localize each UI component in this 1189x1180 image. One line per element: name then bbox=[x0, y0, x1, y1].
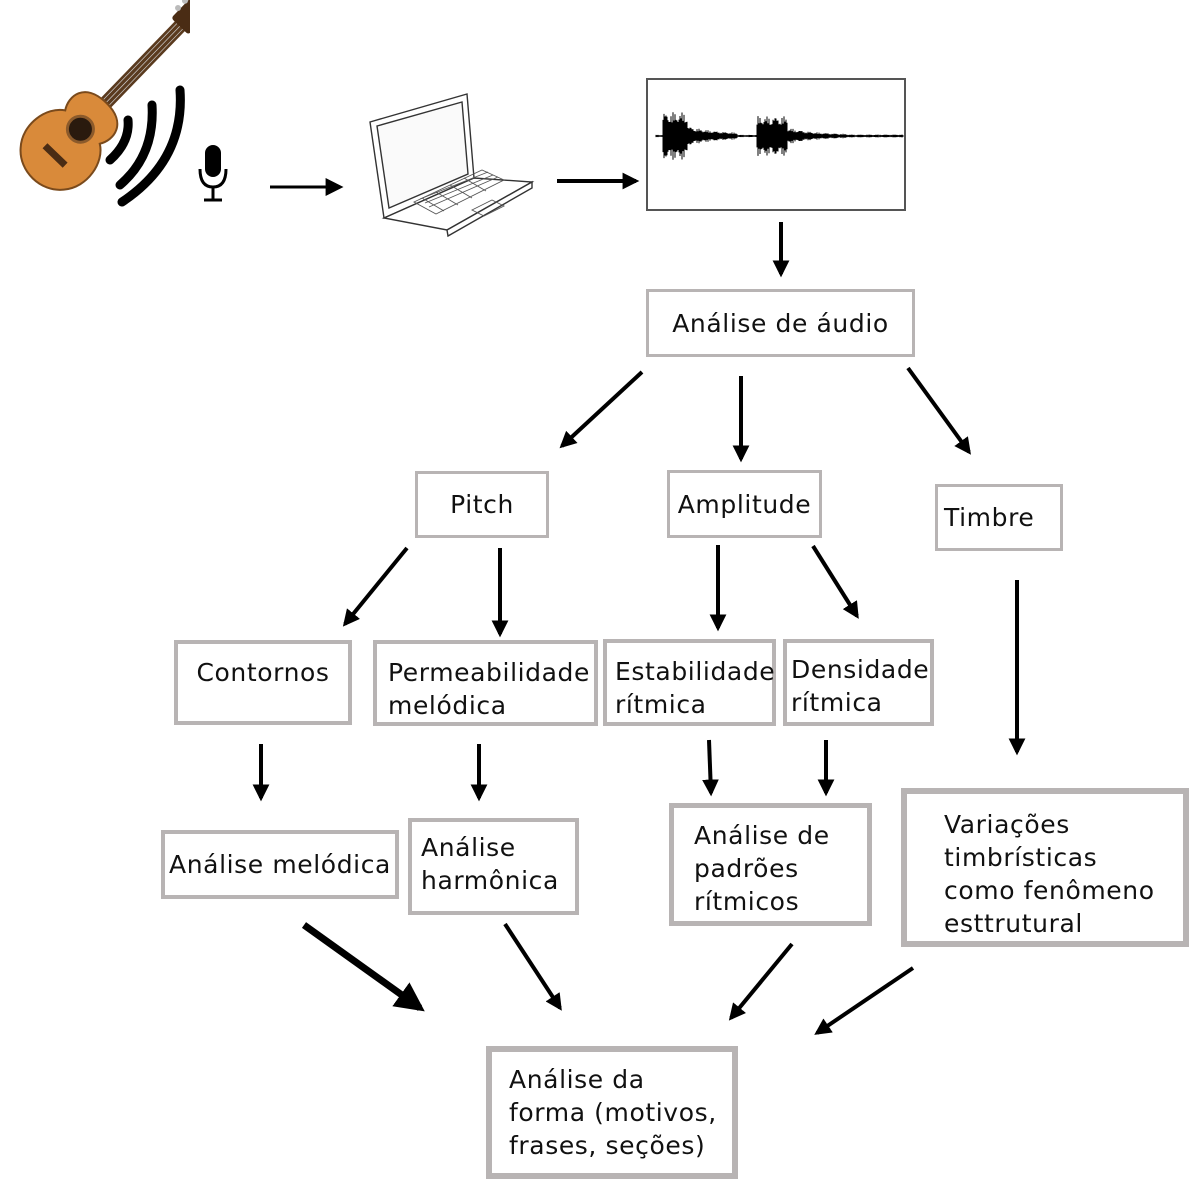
melodic-permeability-box: Permeabilidade melódica bbox=[373, 640, 598, 726]
rhythmic-patterns-analysis-box: Análise de padrões rítmicos bbox=[669, 803, 872, 926]
rhythmic-stability-box: Estabilidade rítmica bbox=[603, 639, 776, 726]
timbral-variations-label: Variações timbrísticas como fenômeno est… bbox=[944, 810, 1155, 938]
contours-box: Contornos bbox=[174, 640, 352, 725]
arrow-analysis-to-timbre bbox=[906, 366, 971, 455]
pitch-label: Pitch bbox=[450, 490, 514, 519]
rhythmic-density-box: Densidade rítmica bbox=[783, 639, 934, 726]
melodic-analysis-box: Análise melódica bbox=[161, 830, 399, 899]
amplitude-label: Amplitude bbox=[677, 489, 812, 519]
arrow-amplitude-to-density bbox=[811, 544, 859, 619]
melodic-analysis-label: Análise melódica bbox=[169, 850, 391, 879]
audio-analysis-box: Análise de áudio bbox=[646, 289, 915, 357]
arrow-variations-to-form bbox=[814, 966, 915, 1035]
arrow-analysis-to-pitch bbox=[559, 370, 644, 449]
arrow-harmonic-to-form bbox=[503, 922, 562, 1011]
pitch-box: Pitch bbox=[415, 471, 549, 538]
arrow-melodic-to-form bbox=[301, 922, 425, 1012]
microphone-icon bbox=[198, 145, 228, 202]
audio-analysis-label: Análise de áudio bbox=[672, 308, 889, 338]
rhythmic-stability-label: Estabilidade rítmica bbox=[615, 657, 776, 719]
timbre-label: Timbre bbox=[944, 503, 1035, 532]
timbral-variations-box: Variações timbrísticas como fenômeno est… bbox=[901, 788, 1189, 947]
guitar-icon bbox=[19, 0, 190, 191]
arrow-pitch-to-contours bbox=[342, 546, 409, 627]
laptop-icon bbox=[369, 93, 535, 238]
sound-waves-icon bbox=[105, 85, 185, 207]
arrow-patterns-to-form bbox=[728, 942, 794, 1021]
rhythmic-density-label: Densidade rítmica bbox=[791, 655, 930, 717]
arrow-stability-to-patterns bbox=[702, 739, 719, 797]
harmonic-analysis-label: Análise harmônica bbox=[421, 833, 559, 895]
timbre-box: Timbre bbox=[935, 484, 1063, 551]
rhythmic-patterns-analysis-label: Análise de padrões rítmicos bbox=[694, 821, 830, 916]
amplitude-box: Amplitude bbox=[667, 470, 822, 538]
contours-label: Contornos bbox=[196, 658, 330, 687]
form-analysis-box: Análise da forma (motivos, frases, seçõe… bbox=[486, 1046, 738, 1179]
waveform-trace bbox=[655, 112, 904, 160]
audio-waveform-icon bbox=[655, 112, 904, 160]
form-analysis-label: Análise da forma (motivos, frases, seçõe… bbox=[509, 1065, 717, 1160]
audio-waveform-panel bbox=[646, 78, 906, 211]
melodic-permeability-label: Permeabilidade melódica bbox=[388, 658, 591, 720]
harmonic-analysis-box: Análise harmônica bbox=[408, 818, 579, 915]
